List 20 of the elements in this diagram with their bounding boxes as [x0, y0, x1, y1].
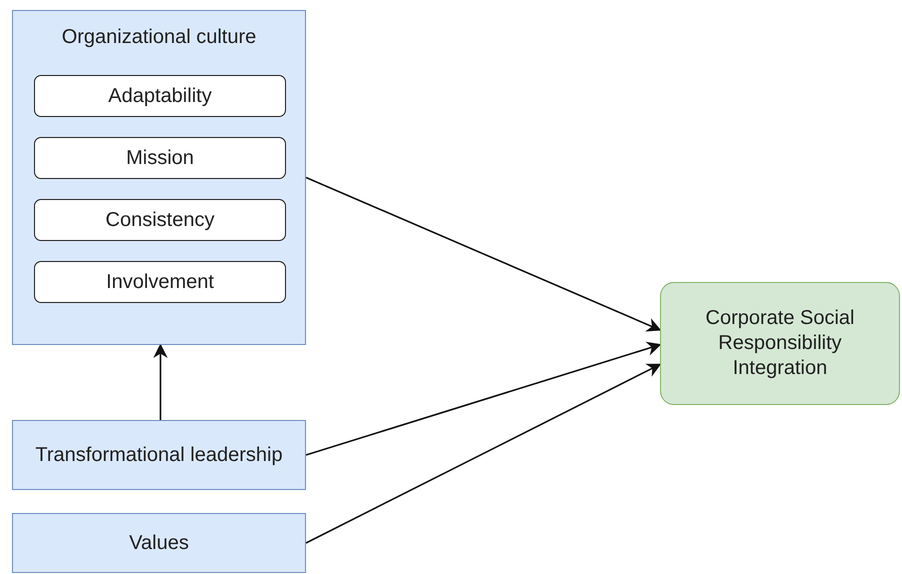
arrow [306, 364, 662, 544]
node-label: Consistency [106, 208, 214, 232]
process-box [34, 261, 286, 303]
node-label: Adaptability [108, 84, 212, 108]
node-label: Values [129, 530, 189, 556]
node-label: Mission [126, 146, 194, 170]
process-box [34, 199, 286, 241]
node-label: Transformational leadership [35, 442, 283, 468]
group-box [12, 10, 306, 345]
node-label: Corporate Social Responsibility Integration [704, 306, 856, 381]
arrow [306, 342, 662, 456]
arrow [153, 344, 168, 420]
process-box [34, 137, 286, 179]
arrow [306, 176, 662, 332]
process-box [12, 420, 306, 490]
process-box [12, 513, 306, 573]
node-label: Organizational culture [62, 25, 256, 50]
process-box [34, 75, 286, 117]
process-box [660, 282, 900, 405]
node-label: Involvement [106, 270, 214, 294]
